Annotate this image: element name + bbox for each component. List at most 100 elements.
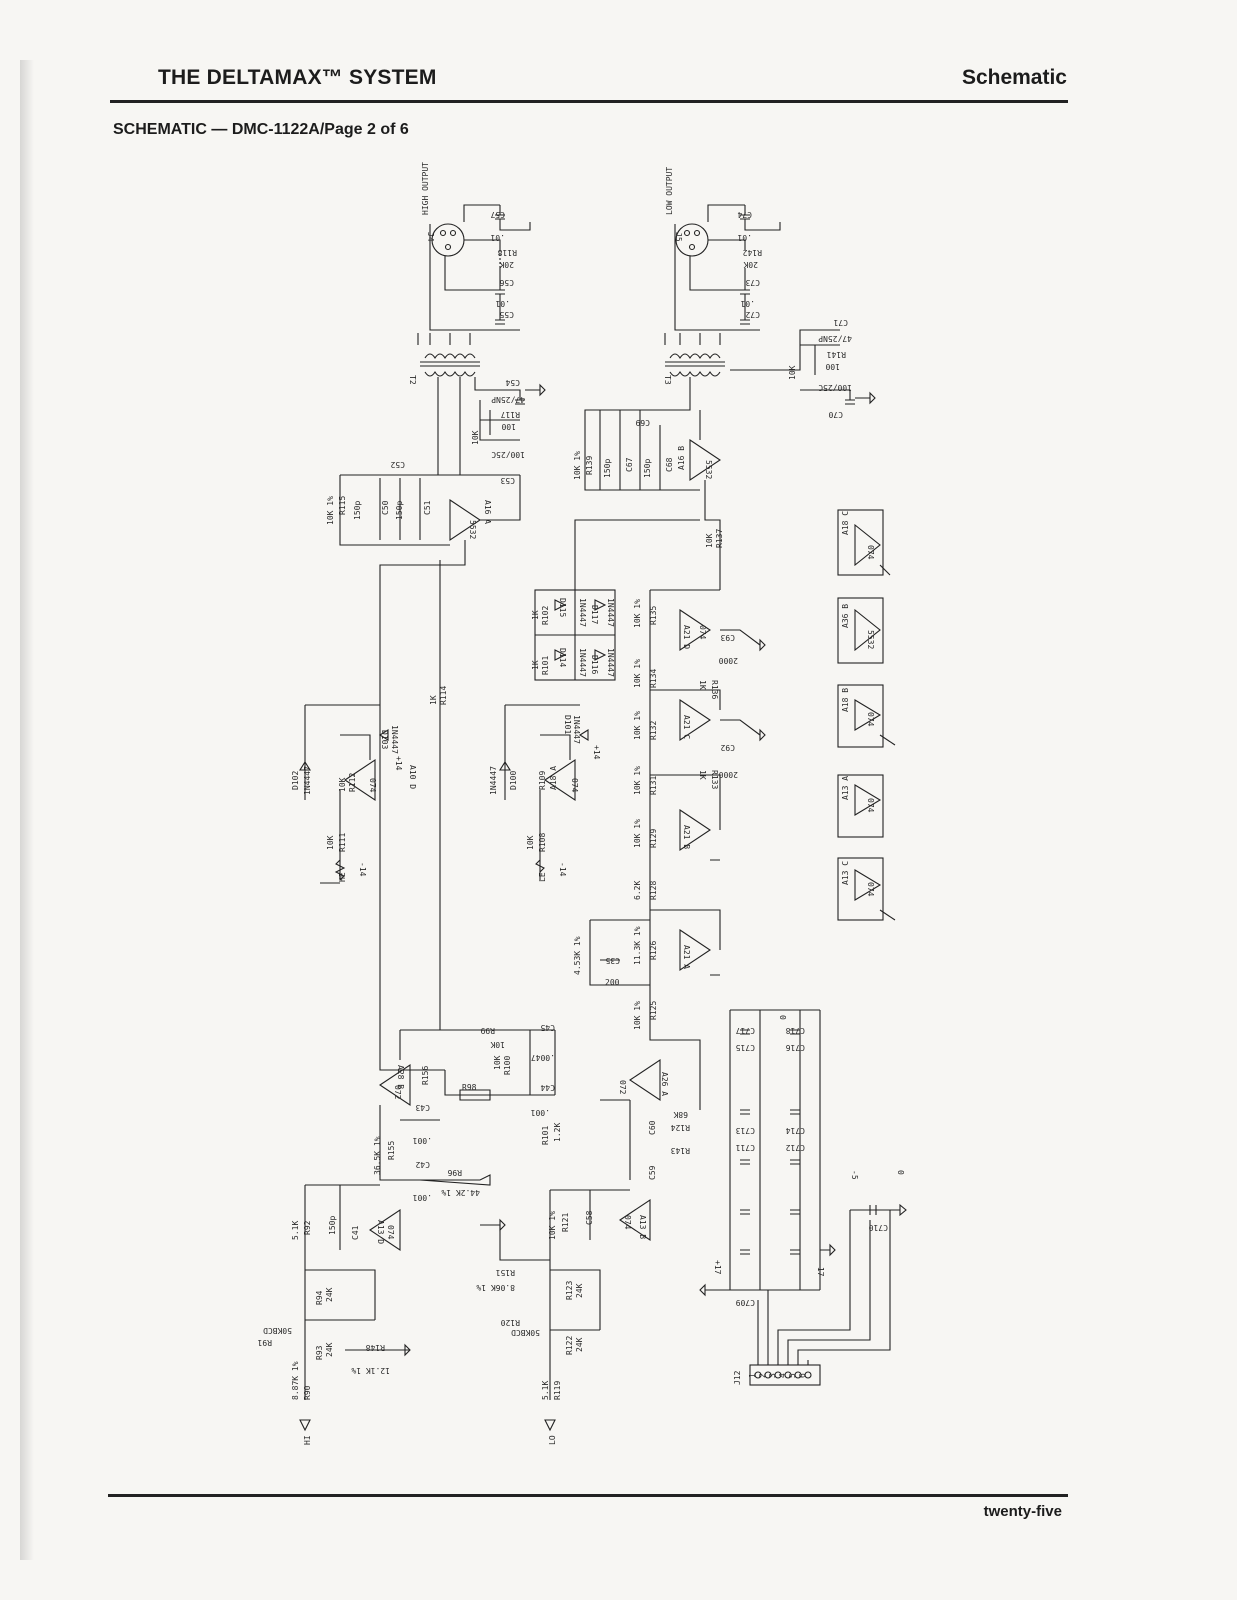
r119-label: R119 [553, 1381, 562, 1400]
spare-opamp-a36b-box [837, 597, 884, 664]
r142-label: R142 [743, 248, 762, 257]
c713-label: C713 [736, 1126, 755, 1135]
r141-value: 100 [825, 362, 840, 371]
a28b-label: A28 B [396, 1065, 405, 1089]
d101-label: D101 [563, 715, 572, 734]
a26a-part: 072 [618, 1080, 627, 1095]
a36b-label: A36 B [841, 604, 850, 628]
c716-label: C716 [786, 1043, 805, 1052]
he-rail-label: -14 [358, 862, 367, 877]
t2-winding-top [424, 353, 476, 360]
c53-value: 100/25C [491, 450, 525, 459]
c92-value: 2000 [719, 770, 738, 779]
c70-value: 100/25C [818, 383, 852, 392]
r127-value: 4.53K 1% [573, 936, 582, 975]
r132-label: R132 [649, 721, 658, 740]
r151-label: R151 [496, 1268, 515, 1277]
hi-input-label: HI [303, 1435, 312, 1445]
d114-part: 1N4447 [578, 648, 587, 677]
j12-pin-4: 4 [778, 1373, 787, 1378]
a16a-label: A16 A [483, 500, 492, 524]
r155-value: 36.5K 1% [373, 1136, 382, 1175]
r117-label: R117 [501, 410, 520, 419]
c51-value: 150p [395, 501, 404, 520]
minus-17-rail-label: -17 [816, 1262, 825, 1277]
r148-value: 12.1K 1% [351, 1366, 390, 1375]
r151-value: 8.06K 1% [476, 1283, 515, 1292]
r102-label: R102 [541, 606, 550, 625]
a18a-label: A18 A [549, 766, 558, 790]
c57-value: .01 [490, 233, 505, 242]
r131-value: 10K 1% [633, 766, 642, 795]
c50-label: C50 [381, 500, 390, 515]
c50-value: 150p [353, 501, 362, 520]
c715-label: C715 [736, 1043, 755, 1052]
c73-value: .01 [740, 299, 755, 308]
a10d-label: A10 D [408, 765, 417, 789]
c67-label: C67 [625, 457, 634, 472]
r129-value: 10K 1% [633, 819, 642, 848]
j4-label: J4 [426, 232, 435, 242]
a21d-part: 074 [698, 625, 707, 640]
r134-label: R134 [649, 669, 658, 688]
r141-label: R141 [827, 350, 846, 359]
c45-value: .0047 [531, 1053, 555, 1062]
r115-value: 10K 1% [326, 496, 335, 525]
opamp-a16b-5532 [689, 438, 721, 482]
t2-label: T2 [408, 375, 417, 385]
r108-label: R108 [538, 833, 547, 852]
c44-label: C44 [540, 1083, 555, 1092]
r101-lower-label: R101 [541, 1126, 550, 1145]
r99-value: 10K [490, 1040, 505, 1049]
c43-value: .001 [413, 1136, 432, 1145]
r94-label: R94 [315, 1290, 324, 1305]
a21d-label: A21 D [682, 625, 691, 649]
r139-value: 10K 1% [573, 451, 582, 480]
r90-value: 8.87K 1% [291, 1361, 300, 1400]
r125-label: R125 [649, 1001, 658, 1020]
c74-label: C74 [737, 210, 752, 219]
r111-value: 10K [326, 835, 335, 850]
r121-label: R121 [561, 1213, 570, 1232]
c52-label: C52 [390, 460, 405, 469]
r122-value: 24K [575, 1337, 584, 1352]
c35-label: C35 [605, 956, 620, 965]
r91-label: R91 [257, 1338, 272, 1347]
c712-label: C712 [786, 1143, 805, 1152]
d117-part: 1N4447 [606, 598, 615, 627]
r112-label: R112 [348, 773, 357, 792]
footer-divider [108, 1494, 1068, 1497]
c55-label: C55 [499, 310, 514, 319]
page-header-title: THE DELTAMAX™ SYSTEM [158, 66, 437, 89]
j4-connector-symbol [431, 223, 465, 257]
c73-label: C73 [745, 278, 760, 287]
c68-label: C68 [665, 457, 674, 472]
schematic-subtitle: SCHEMATIC — DMC-1122A/Page 2 of 6 [113, 121, 409, 138]
r92-label: R92 [303, 1220, 312, 1235]
a16b-low-label: A16 B [677, 446, 686, 470]
d114-label: D114 [558, 648, 567, 667]
c711-label: C711 [736, 1143, 755, 1152]
d115-part: 1N4447 [578, 598, 587, 627]
c72-label: C72 [745, 310, 760, 319]
a21b-label: A21 B [682, 825, 691, 849]
a36b-part: 5532 [866, 630, 875, 649]
c35-value: 200 [605, 978, 620, 987]
spare-opamp-a13c-box [837, 857, 884, 921]
r134-value: 10K 1% [633, 659, 642, 688]
r116-value: 10K [471, 430, 480, 445]
r102-value: 1K [531, 610, 540, 620]
opamp-a13b [619, 1198, 651, 1242]
c67-value: 150p [603, 459, 612, 478]
r93-label: R93 [315, 1345, 324, 1360]
a10d-rail-label: +14 [394, 756, 403, 771]
r93-value: 24K [325, 1342, 334, 1357]
he-input-label: HE [338, 872, 347, 882]
d102-part: 1N4447 [303, 766, 312, 795]
c93-label: C93 [720, 633, 735, 642]
c42-value: .001 [413, 1193, 432, 1202]
c74-value: .01 [737, 233, 752, 242]
r120-label: R120 [501, 1318, 520, 1327]
